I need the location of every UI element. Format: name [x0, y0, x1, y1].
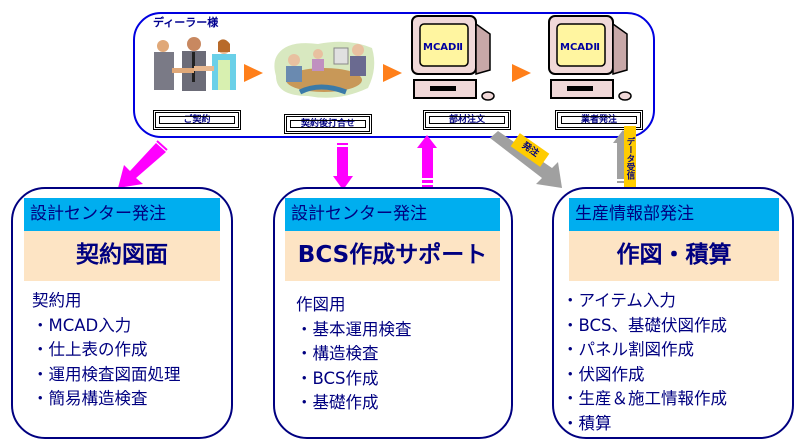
- box-3-title: 作図・積算: [569, 231, 779, 281]
- box-1-list: 契約用 ・MCAD入力 ・仕上表の作成 ・運用検査図面処理 ・簡易構造検査: [32, 289, 181, 412]
- computer-icon: [548, 15, 632, 101]
- computer-clipart-1: MCADⅡ: [410, 10, 496, 102]
- arrow-from-bcs-support: [417, 135, 437, 187]
- list-item: ・基礎作成: [296, 393, 379, 412]
- list-item: ・BCS、基礎伏図作成: [562, 315, 728, 335]
- meeting-clipart: [272, 36, 376, 100]
- computer-icon: [411, 15, 495, 101]
- box-2-list: 作図用 ・基本運用検査 ・構造検査 ・BCS作成 ・基礎作成: [296, 293, 412, 416]
- computer-clipart-2: MCADⅡ: [547, 10, 633, 102]
- list-item: 契約用: [32, 291, 82, 310]
- step-label-post-contract-meeting: 契約後打合せ: [284, 114, 372, 134]
- flow-arrow-1: [244, 64, 263, 82]
- handshake-clipart: [148, 34, 240, 92]
- step-label-contractor-order: 業者発注: [555, 110, 643, 130]
- handshake-icon: [154, 37, 236, 91]
- list-item: ・パネル割図作成: [562, 340, 694, 359]
- monitor-screen-text: MCADⅡ: [560, 42, 600, 53]
- list-item: ・BCS作成: [296, 368, 379, 388]
- dealer-label: ディーラー様: [153, 16, 219, 29]
- list-item: ・仕上表の作成: [32, 340, 148, 359]
- list-item: ・積算: [562, 413, 612, 433]
- list-item: ・運用検査図面処理: [32, 364, 181, 384]
- box-1-header: 設計センター発注: [24, 198, 220, 231]
- meeting-icon: [274, 41, 375, 98]
- box-3-list: ・アイテム入力 ・BCS、基礎伏図作成 ・パネル割図作成 ・伏図作成 ・生産＆施…: [562, 289, 727, 436]
- box-2-title: BCS作成サポート: [285, 231, 500, 281]
- list-item: ・アイテム入力: [562, 291, 676, 310]
- box-3-header: 生産情報部発注: [569, 198, 779, 231]
- list-item: ・MCAD入力: [32, 315, 132, 335]
- list-item: 作図用: [296, 295, 346, 314]
- list-item: ・簡易構造検査: [32, 389, 148, 408]
- list-item: ・構造検査: [296, 344, 379, 363]
- flow-arrow-3: [512, 64, 531, 82]
- list-item: ・基本運用検査: [296, 319, 412, 339]
- step-label-contract: ご契約: [153, 110, 241, 130]
- arrow-to-bcs-support: [333, 143, 353, 190]
- box-2-header: 設計センター発注: [285, 198, 500, 231]
- list-item: ・伏図作成: [562, 364, 645, 384]
- box-1-title: 契約図面: [24, 231, 220, 281]
- data-receive-tag: データ受信: [624, 126, 636, 190]
- arrow-order-to-production: [490, 131, 562, 188]
- monitor-screen-text: MCADⅡ: [423, 42, 463, 53]
- list-item: ・生産＆施工情報作成: [562, 389, 727, 408]
- arrow-to-contract-drawing: [118, 140, 168, 188]
- flow-arrow-2: [383, 64, 402, 82]
- step-label-material-order: 部材注文: [423, 110, 511, 130]
